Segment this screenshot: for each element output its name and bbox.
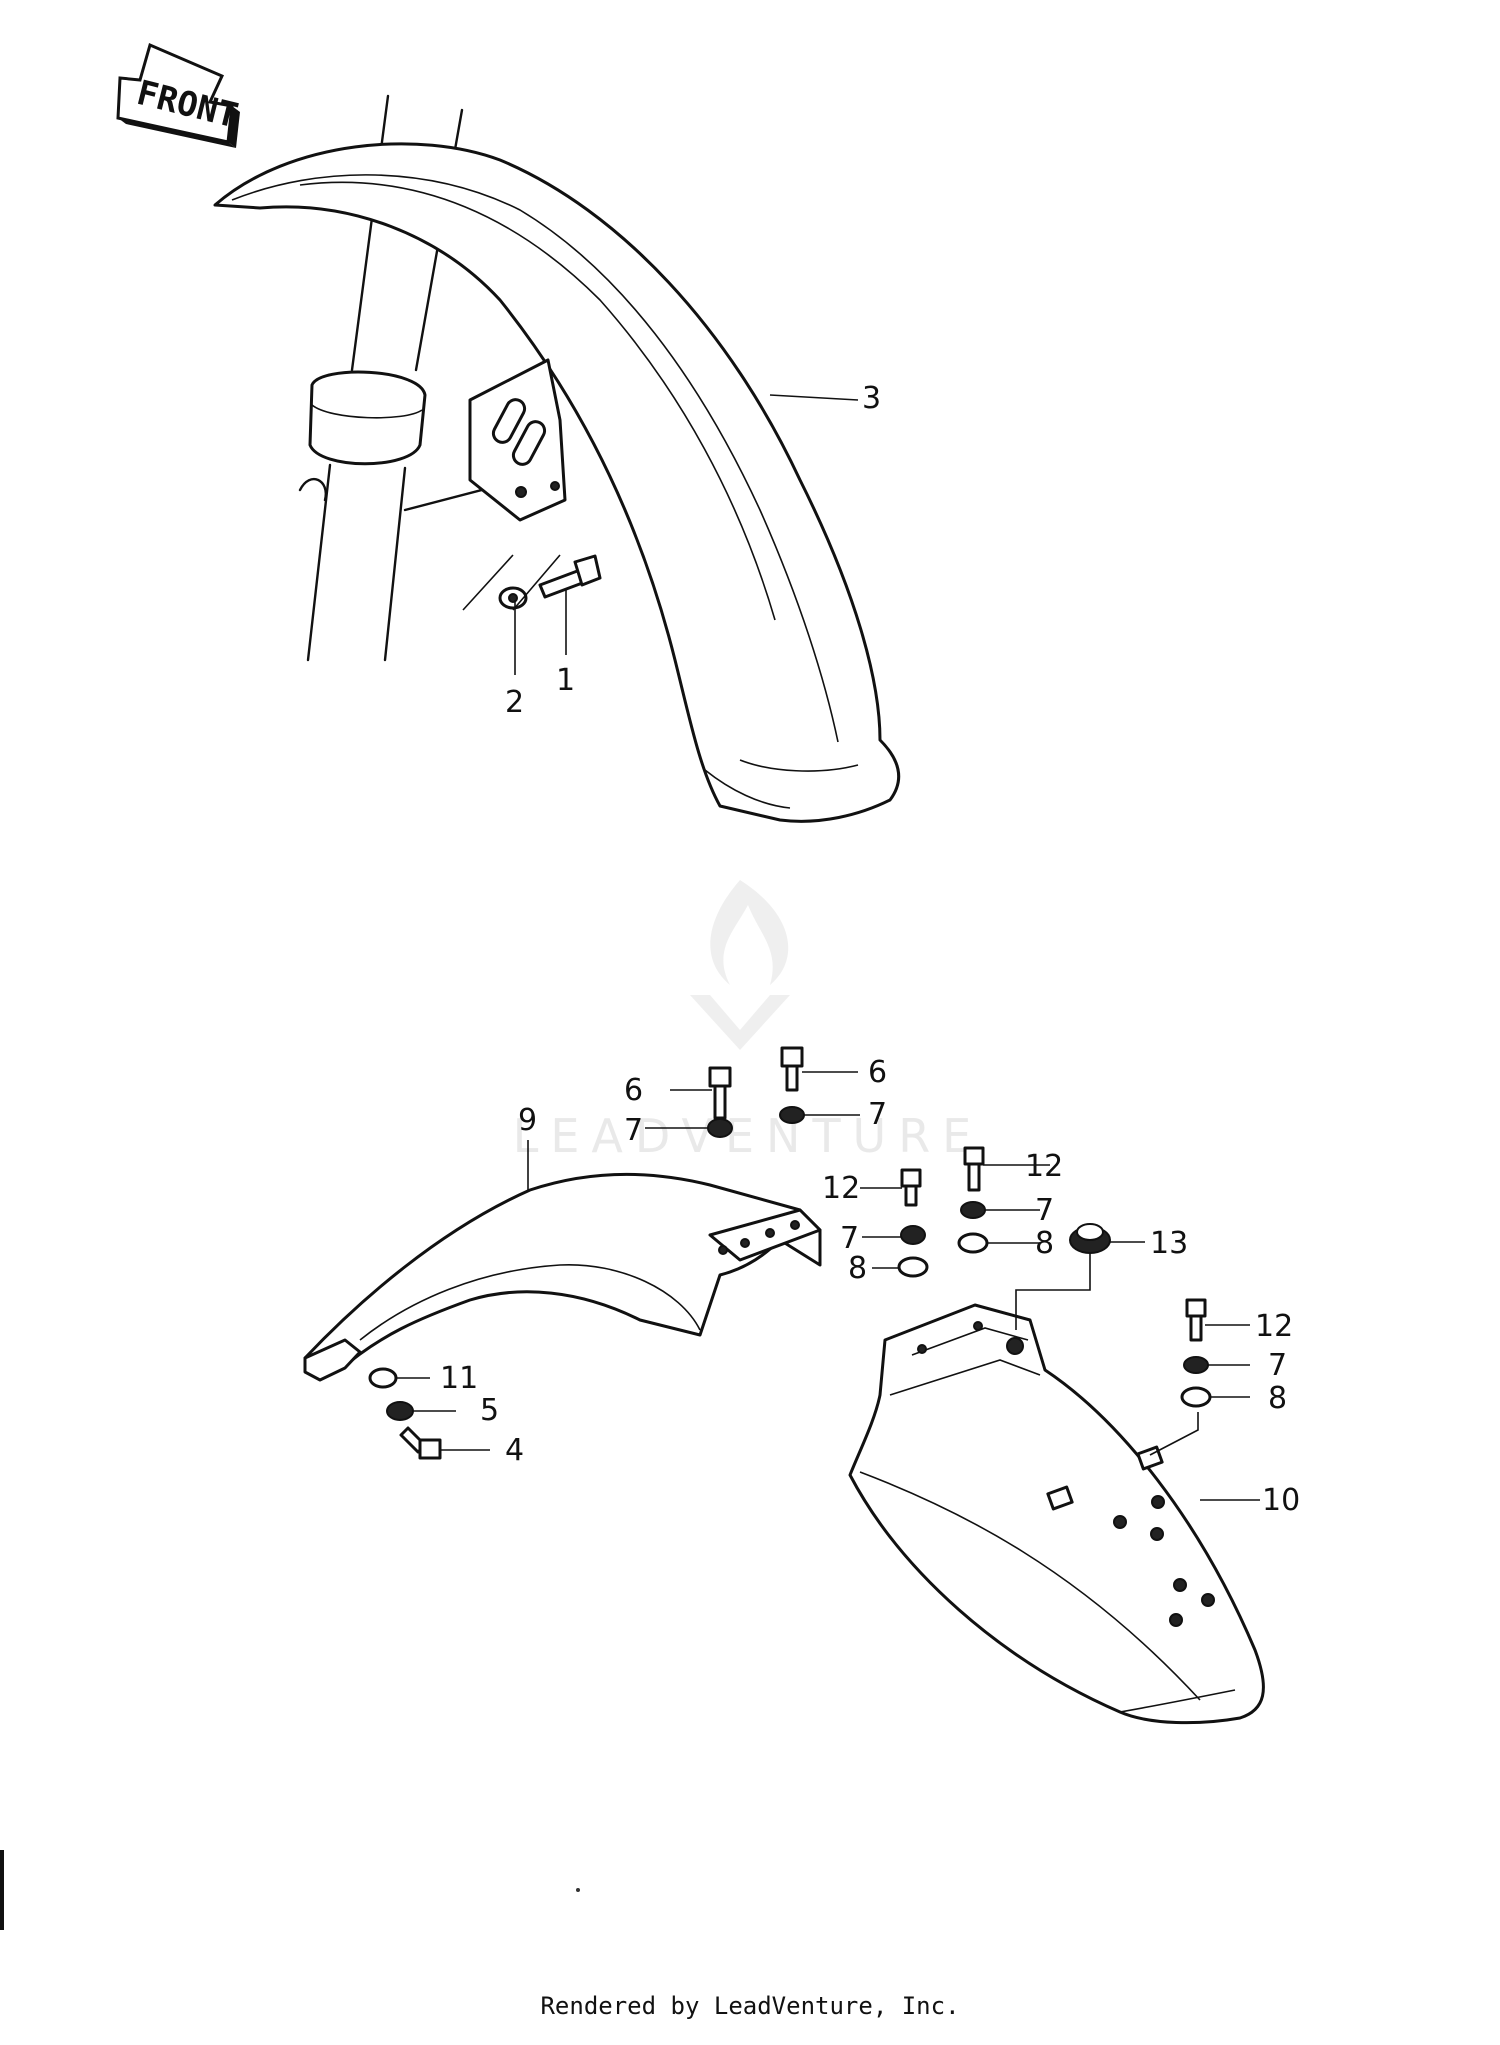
callout-2: 2 [505,685,524,720]
callout-12b: 12 [1025,1149,1063,1184]
callout-12c: 12 [1255,1309,1293,1344]
callout-8a: 8 [848,1251,867,1286]
callout-11: 11 [440,1361,478,1396]
scan-dot [576,1888,580,1892]
front-fender [213,142,901,823]
front-fork [298,94,522,662]
bolt-6-left [708,1066,732,1120]
washer-7-r2 [960,1201,986,1219]
footer-credit: Rendered by LeadVenture, Inc. [540,1992,960,2020]
front-direction-arrow: FRONT [116,42,242,148]
bolt-4 [399,1426,442,1460]
bolt-12-lower [1185,1298,1207,1342]
washer-11 [368,1367,398,1389]
watermark-text: LEADVENTURE [513,1109,984,1163]
bolt-6-right [780,1046,804,1092]
callout-7b: 7 [868,1097,887,1132]
callout-7d: 7 [1035,1193,1054,1228]
washer-2 [498,586,528,610]
washer-7-mid [900,1225,926,1245]
grommet-13 [1069,1223,1111,1254]
callout-1: 1 [556,663,575,698]
watermark-logo: LEADVENTURE [513,880,984,1163]
callout-6b: 6 [868,1055,887,1090]
callout-3: 3 [862,381,881,416]
callout-13: 13 [1150,1226,1188,1261]
bolt-12-left [900,1168,922,1207]
bolt-1 [538,554,602,599]
callout-labels: 1 2 3 4 5 6 6 7 7 7 7 7 8 8 8 9 10 11 12… [440,381,1300,1518]
callout-9: 9 [518,1103,537,1138]
scan-edge-mark [0,1850,4,1930]
callout-10: 10 [1262,1483,1300,1518]
washer-8-lower [1180,1386,1212,1408]
callout-8c: 8 [1268,1381,1287,1416]
washer-8-left [897,1256,929,1278]
callout-7a: 7 [624,1113,643,1148]
callout-7c: 7 [840,1221,859,1256]
callout-7e: 7 [1268,1348,1287,1383]
washer-7-lower [1183,1356,1209,1374]
callout-4: 4 [505,1433,524,1468]
rear-inner-fender [303,1172,822,1382]
callout-6a: 6 [624,1073,643,1108]
washer-7-right [779,1106,805,1124]
nut-5 [386,1401,414,1421]
callout-12a: 12 [822,1171,860,1206]
washer-7-left [707,1118,733,1138]
washer-8-r2 [957,1232,989,1254]
callout-5: 5 [480,1393,499,1428]
bolt-12-right [963,1146,985,1192]
callout-8b: 8 [1035,1226,1054,1261]
rear-fender [848,1303,1265,1725]
